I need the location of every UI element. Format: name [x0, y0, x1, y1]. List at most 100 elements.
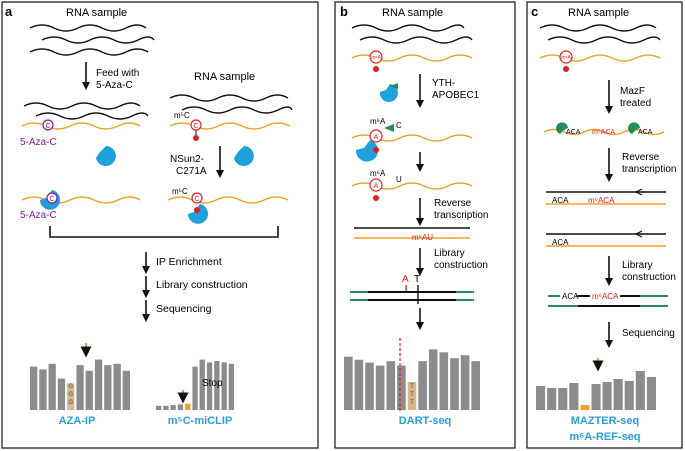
- m5c-label: m⁵C: [174, 111, 190, 120]
- bar: [439, 352, 449, 410]
- m6a-circle: [369, 129, 383, 143]
- method-aza-ip: AZA-IP: [59, 415, 96, 427]
- lib-label-2: construction: [622, 272, 676, 283]
- m5c-label-2: m⁵C: [172, 187, 188, 196]
- bar: [547, 388, 557, 410]
- bar-highlight: [67, 383, 75, 410]
- stop-label: Stop: [202, 378, 223, 389]
- bar: [94, 359, 103, 410]
- method-mazter-seq: MAZTER-seq: [571, 415, 639, 427]
- panel-letter: a: [5, 4, 13, 19]
- bar: [460, 355, 470, 410]
- t-label: T: [414, 274, 420, 285]
- chart-m5c-miclip: [156, 359, 234, 410]
- nsun2-label: NSun2-: [170, 154, 204, 165]
- circle-a-label: A: [374, 134, 379, 141]
- apobec-icon: [390, 83, 398, 89]
- mazf-label: MazF: [620, 86, 645, 97]
- lib-label: Library: [622, 260, 653, 271]
- step-library-construction: Library construction: [156, 279, 248, 291]
- mazf-enzyme-icon: [556, 122, 568, 134]
- aca-label: ACA: [638, 129, 653, 136]
- bar: [85, 370, 93, 410]
- bar-highlight: [580, 405, 590, 410]
- c-label: C: [396, 121, 402, 130]
- method-m6a-ref-seq: m⁶A-REF-seq: [569, 431, 640, 443]
- dnmt-enzyme-icon: [96, 146, 116, 166]
- bar: [344, 356, 353, 410]
- m6a-circle: [369, 50, 383, 64]
- label-bg: [590, 290, 620, 300]
- yth-enzyme-icon: [379, 84, 398, 102]
- bar-highlight: [407, 381, 417, 410]
- bar: [76, 365, 84, 410]
- bar: [206, 362, 213, 410]
- base-label: G: [68, 400, 73, 406]
- bar: [536, 386, 546, 410]
- rna-sample-label-2: RNA sample: [194, 71, 255, 83]
- bar: [214, 361, 220, 410]
- lib-label-2: construction: [434, 260, 488, 271]
- bar: [558, 388, 568, 410]
- bar: [428, 349, 438, 410]
- rna-orange-strand: [543, 128, 665, 136]
- aza-c-label: 5-Aza-C: [20, 137, 57, 148]
- bar: [192, 366, 198, 410]
- chart-dart-seq: TTT: [344, 349, 480, 410]
- rna-sample-label: RNA sample: [568, 7, 629, 19]
- nsun2-enzyme-icon: [234, 146, 254, 166]
- rt-label: Reverse: [434, 198, 472, 209]
- bar: [30, 366, 38, 410]
- methyl-dot: [194, 207, 200, 213]
- feed-label: Feed with: [96, 68, 139, 79]
- panel-letter: b: [340, 4, 348, 19]
- m5c-circle: [191, 192, 203, 204]
- merge-bracket: [49, 226, 279, 238]
- base-label: T: [410, 384, 414, 390]
- bar: [199, 359, 205, 410]
- panel-b: b RNA sample m⁶A YTH- APOBEC1 m⁶A A C m⁶…: [334, 1, 516, 449]
- bar: [354, 359, 364, 410]
- base-label: G: [68, 392, 73, 398]
- rt-label-2: transcription: [434, 210, 488, 221]
- bar: [48, 363, 56, 410]
- method-m5c-miclip: m⁵C-miCLIP: [168, 415, 232, 427]
- methyl-dot: [373, 147, 379, 153]
- mazf-label-2: treated: [620, 98, 651, 109]
- panel-a-frame: [1, 1, 319, 449]
- bar: [646, 377, 656, 410]
- rna-sample-label: RNA sample: [66, 7, 127, 19]
- bar: [156, 405, 162, 410]
- step-sequencing: Sequencing: [156, 303, 212, 315]
- m6aca-label: m⁶ACA: [592, 292, 619, 301]
- bar: [386, 361, 396, 410]
- chart-aza-ip: GGG: [30, 359, 130, 410]
- aca-label: ACA: [562, 292, 579, 301]
- panel-letter: c: [531, 4, 538, 19]
- bar: [613, 379, 623, 410]
- base-label: T: [410, 400, 414, 406]
- u-label: U: [396, 175, 402, 184]
- aza-c-label-2: 5-Aza-C: [20, 210, 57, 221]
- m6a-circle: [369, 178, 383, 192]
- m6a-label: m⁶A: [370, 117, 386, 126]
- apobec-icon: [384, 124, 394, 132]
- sequencing-label: Sequencing: [622, 328, 675, 339]
- arrow-head: [634, 230, 643, 238]
- mazf-enzyme-icon: [628, 122, 640, 134]
- bar: [365, 362, 374, 410]
- bar: [177, 404, 184, 410]
- bar: [221, 362, 227, 410]
- m6aca-label: m⁶ACA: [588, 196, 615, 205]
- bar: [450, 358, 459, 410]
- label-bg: [560, 290, 576, 300]
- bar: [602, 382, 612, 410]
- rt-label-2: transcription: [622, 164, 676, 175]
- panel-b-frame: [334, 1, 516, 449]
- step-ip-enrichment: IP Enrichment: [156, 256, 222, 268]
- bar: [57, 378, 66, 410]
- aca-label: ACA: [566, 129, 581, 136]
- panel-c-frame: [526, 1, 683, 449]
- circle-a-label-2: A: [374, 183, 379, 190]
- m6au-label: m⁶AU: [412, 233, 433, 242]
